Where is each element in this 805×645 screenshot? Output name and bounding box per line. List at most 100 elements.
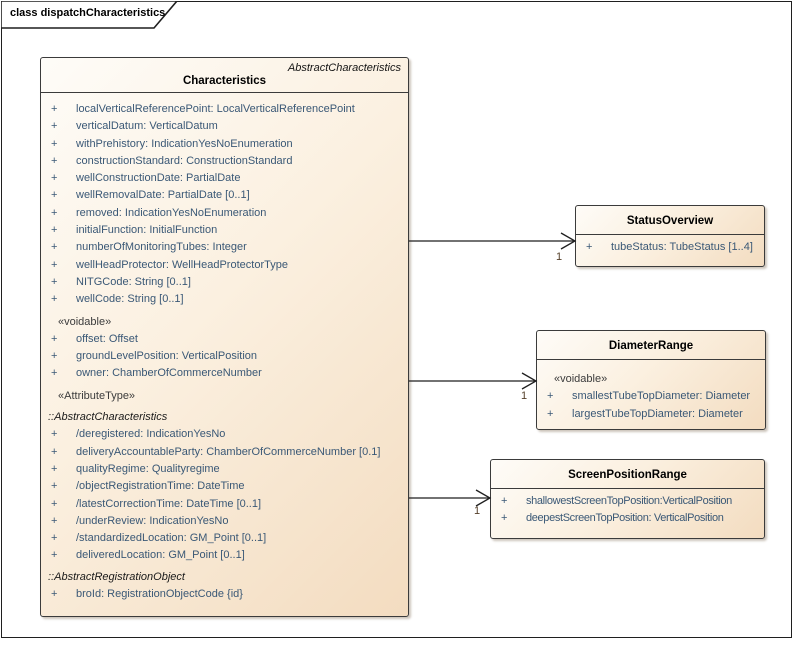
multiplicity-label-screen-position-range: 1: [474, 505, 481, 517]
attribute-row: +shallowestScreenTopPosition:VerticalPos…: [491, 493, 760, 510]
class-diameter-range-header: DiameterRange: [537, 331, 765, 360]
visibility-plus-icon: +: [51, 224, 58, 237]
visibility-plus-icon: +: [51, 514, 58, 527]
visibility-plus-icon: +: [51, 480, 58, 493]
row-text: numberOfMonitoringTubes: Integer: [76, 241, 247, 254]
attribute-row: + wellRemovalDate: PartialDate [0..1]: [41, 187, 404, 204]
visibility-plus-icon: +: [51, 275, 58, 288]
frame-tab: [1, 1, 179, 29]
class-diameter-range-attributes: «voidable»+smallestTubeTopDiameter: Diam…: [537, 360, 765, 427]
attribute-row: + /standardizedLocation: GM_Point [0..1]: [41, 530, 404, 547]
class-screen-position-range: ScreenPositionRange +shallowestScreenTop…: [490, 459, 765, 539]
row-text: qualityRegime: Qualityregime: [76, 462, 220, 475]
attribute-row: + wellHeadProtector: WellHeadProtectorTyp…: [41, 257, 404, 274]
class-screen-position-range-attributes: +shallowestScreenTopPosition:VerticalPos…: [491, 489, 764, 532]
attribute-row: + constructionStandard: ConstructionStand…: [41, 153, 404, 170]
attribute-row: + /underReview: IndicationYesNo: [41, 513, 404, 530]
visibility-plus-icon: +: [51, 189, 58, 202]
attribute-row: +removed: IndicationYesNoEnumeration: [41, 205, 404, 222]
row-text: /underReview: IndicationYesNo: [76, 514, 229, 527]
visibility-plus-icon: +: [51, 532, 58, 545]
row-text: /latestCorrectionTime: DateTime [0..1]: [76, 497, 262, 510]
row-text: smallestTubeTopDiameter: Diameter: [572, 390, 751, 403]
row-text: withPrehistory: IndicationYesNoEnumerati…: [76, 137, 293, 150]
row-text: constructionStandard: ConstructionStanda…: [76, 154, 293, 167]
row-text: verticalDatum: VerticalDatum: [76, 120, 218, 133]
attribute-row: + offset: Offset: [41, 331, 404, 348]
attribute-row: + localVerticalReferencePoint: LocalVerti…: [41, 101, 404, 118]
visibility-plus-icon: +: [547, 407, 554, 420]
scope-row: ::AbstractCharacteristics: [41, 409, 404, 426]
frame-tab-label: class dispatchCharacteristics: [10, 7, 166, 19]
attribute-row: +deliveryAccountableParty: ChamberOfComm…: [41, 444, 404, 461]
diagram-frame: [1, 1, 792, 638]
class-status-overview: StatusOverview +tubeStatus: TubeStatus […: [575, 205, 765, 267]
class-screen-position-range-header: ScreenPositionRange: [491, 460, 764, 489]
attribute-row: +owner: ChamberOfCommerceNumber: [41, 365, 404, 382]
visibility-plus-icon: +: [51, 241, 58, 254]
row-text: «voidable»: [554, 373, 608, 385]
visibility-plus-icon: +: [51, 462, 58, 475]
attribute-row: +/deregistered: IndicationYesNo: [41, 426, 404, 443]
visibility-plus-icon: +: [51, 497, 58, 510]
visibility-plus-icon: +: [51, 206, 58, 219]
row-text: wellConstructionDate: PartialDate: [76, 172, 241, 185]
visibility-plus-icon: +: [51, 154, 58, 167]
scope-row: ::AbstractRegistrationObject: [41, 569, 404, 586]
attribute-row: + verticalDatum: VerticalDatum: [41, 118, 404, 135]
attribute-row: + largestTubeTopDiameter: Diameter: [537, 406, 761, 423]
group-row: «voidable»: [41, 314, 404, 331]
class-screen-position-range-title: ScreenPositionRange: [568, 469, 687, 481]
group-row: «voidable»: [537, 371, 761, 388]
class-status-overview-header: StatusOverview: [576, 206, 764, 235]
attribute-row: + /objectRegistrationTime: DateTime: [41, 478, 404, 495]
row-text: largestTubeTopDiameter: Diameter: [572, 407, 743, 420]
row-text: owner: ChamberOfCommerceNumber: [76, 367, 262, 380]
class-characteristics-header: AbstractCharacteristics Characteristics: [41, 58, 408, 93]
row-text: /objectRegistrationTime: DateTime: [76, 480, 245, 493]
attribute-row: + wellCode: String [0..1]: [41, 291, 404, 308]
class-diameter-range: DiameterRange «voidable»+smallestTubeTop…: [536, 330, 766, 430]
visibility-plus-icon: +: [501, 512, 508, 525]
row-text: wellCode: String [0..1]: [76, 293, 184, 306]
attribute-row: + groundLevelPosition: VerticalPosition: [41, 348, 404, 365]
class-status-overview-title: StatusOverview: [626, 215, 714, 227]
class-characteristics: AbstractCharacteristics Characteristics …: [40, 57, 409, 617]
visibility-plus-icon: +: [51, 172, 58, 185]
row-text: localVerticalReferencePoint: LocalVertic…: [76, 103, 355, 115]
visibility-plus-icon: +: [51, 350, 58, 363]
row-text: wellHeadProtector: WellHeadProtectorType: [76, 258, 288, 271]
visibility-plus-icon: +: [51, 258, 58, 271]
class-status-overview-attributes: +tubeStatus: TubeStatus [1..4]: [576, 235, 764, 260]
parent-class-label: AbstractCharacteristics: [287, 62, 401, 74]
row-text: broId: RegistrationObjectCode {id}: [76, 588, 243, 601]
multiplicity-label-status-overview: 1: [556, 251, 563, 263]
row-text: wellRemovalDate: PartialDate [0..1]: [76, 189, 250, 202]
visibility-plus-icon: +: [51, 103, 58, 115]
row-text: «AttributeType»: [58, 389, 136, 402]
attribute-row: +deliveredLocation: GM_Point [0..1]: [41, 547, 404, 564]
visibility-plus-icon: +: [501, 495, 508, 507]
row-text: offset: Offset: [76, 332, 138, 345]
row-text: /standardizedLocation: GM_Point [0..1]: [76, 532, 267, 545]
row-text: groundLevelPosition: VerticalPosition: [76, 350, 258, 363]
visibility-plus-icon: +: [51, 549, 58, 562]
visibility-plus-icon: +: [51, 293, 58, 306]
row-text: deliveryAccountableParty: ChamberOfComme…: [76, 445, 381, 458]
attribute-row: + broId: RegistrationObjectCode {id}: [41, 586, 404, 603]
visibility-plus-icon: +: [51, 588, 58, 601]
attribute-row: + wellConstructionDate: PartialDate: [41, 170, 404, 187]
row-text: initialFunction: InitialFunction: [76, 224, 218, 237]
visibility-plus-icon: +: [51, 332, 58, 345]
attribute-row: + numberOfMonitoringTubes: Integer: [41, 239, 404, 256]
visibility-plus-icon: +: [51, 120, 58, 133]
class-characteristics-title: Characteristics: [182, 75, 267, 87]
attribute-row: + initialFunction: InitialFunction: [41, 222, 404, 239]
visibility-plus-icon: +: [547, 390, 554, 403]
visibility-plus-icon: +: [51, 137, 58, 150]
attribute-row: +tubeStatus: TubeStatus [1..4]: [576, 239, 760, 256]
attribute-row: + smallestTubeTopDiameter: Diameter: [537, 388, 761, 405]
row-text: deepestScreenTopPosition: VerticalPositi…: [526, 512, 724, 525]
row-text: tubeStatus: TubeStatus [1..4]: [611, 241, 753, 253]
